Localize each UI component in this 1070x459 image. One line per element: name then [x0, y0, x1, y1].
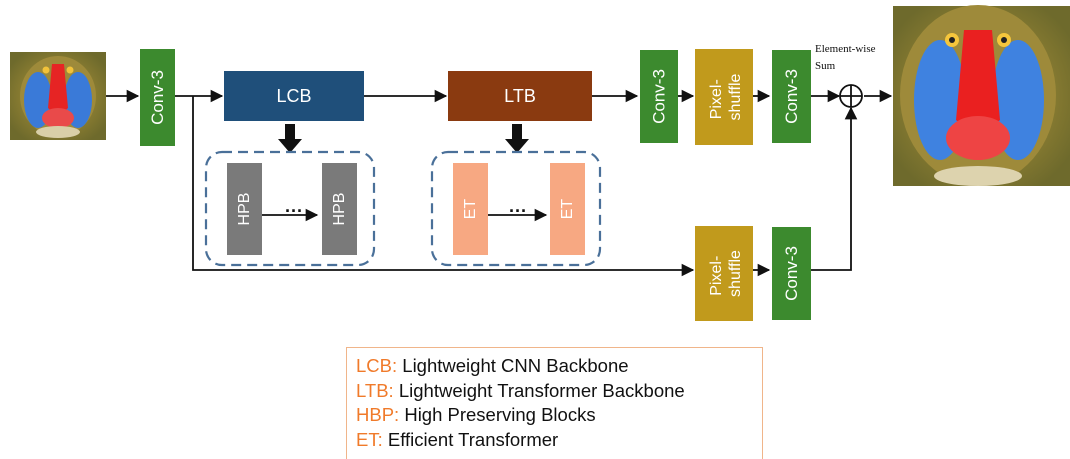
et-first-block: ET	[453, 163, 488, 255]
legend-key: LTB:	[356, 379, 394, 401]
lcb-expand-arrow	[278, 124, 302, 153]
conv-top-1-label: Conv-3	[650, 69, 669, 124]
legend-value: Lightweight Transformer Backbone	[398, 379, 685, 401]
conv-top-1-block: Conv-3	[640, 50, 678, 143]
pixel-shuffle-top-line-2: shuffle	[727, 73, 744, 120]
hpb-first-label: HPB	[236, 193, 253, 226]
pixel-shuffle-top-line-1: Pixel-	[708, 79, 725, 119]
legend-row-et: ET: Efficient Transformer	[356, 428, 762, 453]
output-image	[893, 5, 1070, 186]
legend-key: HBP:	[356, 404, 400, 425]
ltb-block: LTB	[448, 71, 592, 121]
legend-row-hbp: HBP: High Preserving Blocks	[356, 403, 762, 428]
conv-input-label: Conv-3	[148, 70, 167, 125]
element-wise-sum: Element-wise Sum	[815, 43, 878, 108]
hpb-last-label: HPB	[331, 193, 348, 226]
pixel-shuffle-top-block: Pixel- shuffle	[695, 49, 753, 145]
legend-key: LCB:	[356, 355, 398, 376]
et-last-block: ET	[550, 163, 585, 255]
et-first-label: ET	[462, 199, 479, 220]
conv-bottom-label: Conv-3	[782, 246, 801, 301]
conv-top-2-label: Conv-3	[782, 69, 801, 124]
expand-arrows	[278, 124, 529, 153]
sum-label: Element-wise Sum	[815, 43, 878, 72]
connections	[106, 89, 893, 277]
legend-key: ET:	[356, 428, 383, 450]
et-group-container	[430, 150, 602, 267]
input-image	[10, 52, 106, 140]
ltb-label: LTB	[504, 86, 536, 106]
hpb-last-block: HPB	[322, 163, 357, 255]
hpb-ellipsis: ···	[285, 201, 303, 221]
hpb-group-container	[204, 150, 376, 267]
pixel-shuffle-bottom-block: Pixel- shuffle	[695, 226, 753, 321]
legend-row-lcb: LCB: Lightweight CNN Backbone	[356, 354, 762, 379]
ltb-expand-arrow	[505, 124, 529, 153]
legend-row-ltb: LTB: Lightweight Transformer Backbone	[356, 379, 762, 404]
legend: LCB: Lightweight CNN Backbone LTB: Light…	[346, 347, 763, 459]
et-ellipsis: ···	[509, 201, 527, 221]
conv-top-2-block: Conv-3	[772, 50, 811, 143]
legend-value: High Preserving Blocks	[404, 404, 596, 425]
et-last-label: ET	[559, 199, 576, 220]
legend-value: Lightweight CNN Backbone	[402, 355, 629, 376]
pixel-shuffle-bottom-label: Pixel- shuffle	[708, 250, 744, 297]
pixel-shuffle-top-label: Pixel- shuffle	[708, 73, 744, 120]
conv-input-block: Conv-3	[140, 49, 175, 146]
hpb-first-block: HPB	[227, 163, 262, 255]
conv-bottom-block: Conv-3	[772, 227, 811, 320]
skip-connection	[192, 96, 695, 277]
lcb-block: LCB	[224, 71, 364, 121]
arrow-conv-bottom-to-sum	[811, 106, 858, 271]
legend-value: Efficient Transformer	[387, 428, 559, 450]
lcb-label: LCB	[276, 86, 311, 106]
